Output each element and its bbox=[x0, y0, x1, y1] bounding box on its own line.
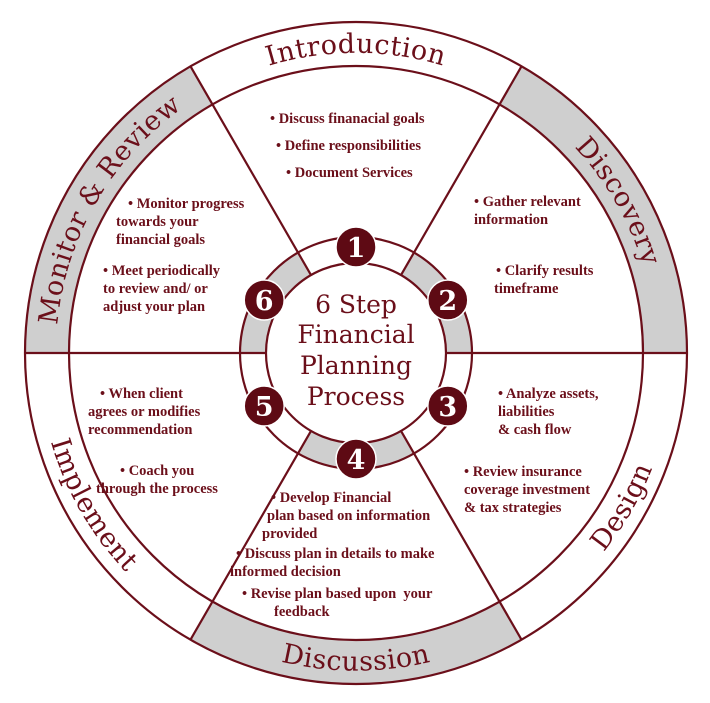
center-title-line: Financial bbox=[297, 320, 414, 349]
step-number-4: 4 bbox=[347, 445, 366, 476]
step-number-6: 6 bbox=[255, 286, 274, 317]
bullet-line: financial goals bbox=[116, 232, 206, 248]
center-title-line: Planning bbox=[300, 351, 412, 380]
stage-discussion-bullet: • Revise plan based upon your feedback bbox=[242, 585, 432, 621]
divider-line bbox=[189, 430, 312, 641]
stage-introduction-bullet: • Define responsibilities bbox=[276, 137, 421, 155]
stage-design-bullet: • Analyze assets, liabilities & cash flow bbox=[498, 385, 599, 439]
step-number-5: 5 bbox=[255, 392, 274, 423]
bullet-line: • Discuss finanacial goals bbox=[270, 111, 425, 127]
bullet-line: agrees or modifies bbox=[88, 404, 201, 420]
bullet-line: coverage investment bbox=[464, 482, 591, 498]
bullet-line: feedback bbox=[274, 604, 330, 620]
step-number-badge-1 bbox=[335, 226, 377, 268]
stage-discussion-bullet: • Develop Financial plan based on informa… bbox=[262, 489, 430, 543]
bullet-line: recommendation bbox=[88, 422, 193, 438]
stage-discovery-bullet: • Gather relevant information bbox=[474, 193, 581, 229]
bullet-line: • Analyze assets, bbox=[498, 386, 599, 402]
center-title-line: 6 Step bbox=[315, 290, 397, 319]
step-number-badge-3 bbox=[427, 385, 469, 427]
bullet-line: • Discuss plan in details to make bbox=[236, 546, 435, 562]
step-number-3: 3 bbox=[438, 392, 457, 423]
bullet-line: liabilities bbox=[498, 404, 555, 420]
bullet-line: adjust your plan bbox=[103, 299, 206, 315]
bullet-line: to review and/ or bbox=[103, 281, 208, 297]
bullet-line: information bbox=[474, 212, 549, 228]
stage-implement-bullet: • When client agrees or modifies recommend… bbox=[88, 385, 200, 439]
stage-introduction-bullet: • Discuss finanacial goals bbox=[270, 110, 425, 128]
divider-line bbox=[400, 430, 523, 641]
bullet-line: & cash flow bbox=[498, 422, 572, 438]
step-number-badge-6 bbox=[243, 279, 285, 321]
bullet-line: informed decision bbox=[230, 564, 341, 580]
step-number-badge-2 bbox=[427, 279, 469, 321]
step-number-2: 2 bbox=[438, 286, 457, 317]
bullet-line: & tax strategies bbox=[464, 500, 562, 516]
bullet-line: towards your bbox=[116, 214, 199, 230]
stage-introduction-bullet: • Document Services bbox=[286, 164, 413, 182]
step-number-badge-4 bbox=[335, 438, 377, 480]
stage-monitor-bullet: • Meet periodically to review and/ or adju… bbox=[103, 262, 220, 316]
bullet-line: • Clarify results bbox=[496, 263, 594, 279]
bullet-line: • Develop Financial bbox=[271, 490, 392, 506]
bullet-line: timeframe bbox=[494, 281, 559, 297]
bullet-line: • Revise plan based upon your bbox=[242, 586, 433, 602]
bullet-line: through the process bbox=[96, 481, 218, 497]
bullet-line: • Coach you bbox=[120, 463, 195, 479]
bullet-line: plan based on information bbox=[267, 508, 431, 524]
bullet-line: • Define responsibilities bbox=[276, 138, 421, 154]
stage-implement-bullet: • Coach you through the process bbox=[96, 462, 218, 498]
bullet-line: • When client bbox=[100, 386, 183, 402]
bullet-line: • Meet periodically bbox=[103, 263, 221, 279]
stage-discussion-bullet: • Discuss plan in details to make informe… bbox=[230, 545, 435, 581]
step-number-1: 1 bbox=[347, 233, 366, 264]
outer-band-segment-discussion bbox=[190, 601, 522, 684]
bullet-line: • Gather relevant bbox=[474, 194, 581, 210]
divider-line bbox=[189, 65, 312, 276]
step-number-badge-5 bbox=[243, 385, 285, 427]
divider-line bbox=[400, 65, 523, 276]
center-title-line: Process bbox=[307, 382, 405, 411]
stage-design-bullet: • Review insurance coverage investment & t… bbox=[464, 463, 590, 517]
bullet-line: • Document Services bbox=[286, 165, 413, 181]
outer-band-segment-introduction bbox=[190, 21, 522, 105]
bullet-line: • Review insurance bbox=[464, 464, 582, 480]
stage-monitor-bullet: • Monitor progress towards your financial … bbox=[116, 195, 245, 249]
bullet-line: provided bbox=[262, 526, 318, 542]
stage-discovery-bullet: • Clarify results timeframe bbox=[494, 262, 594, 298]
bullet-line: • Monitor progress bbox=[128, 196, 245, 212]
